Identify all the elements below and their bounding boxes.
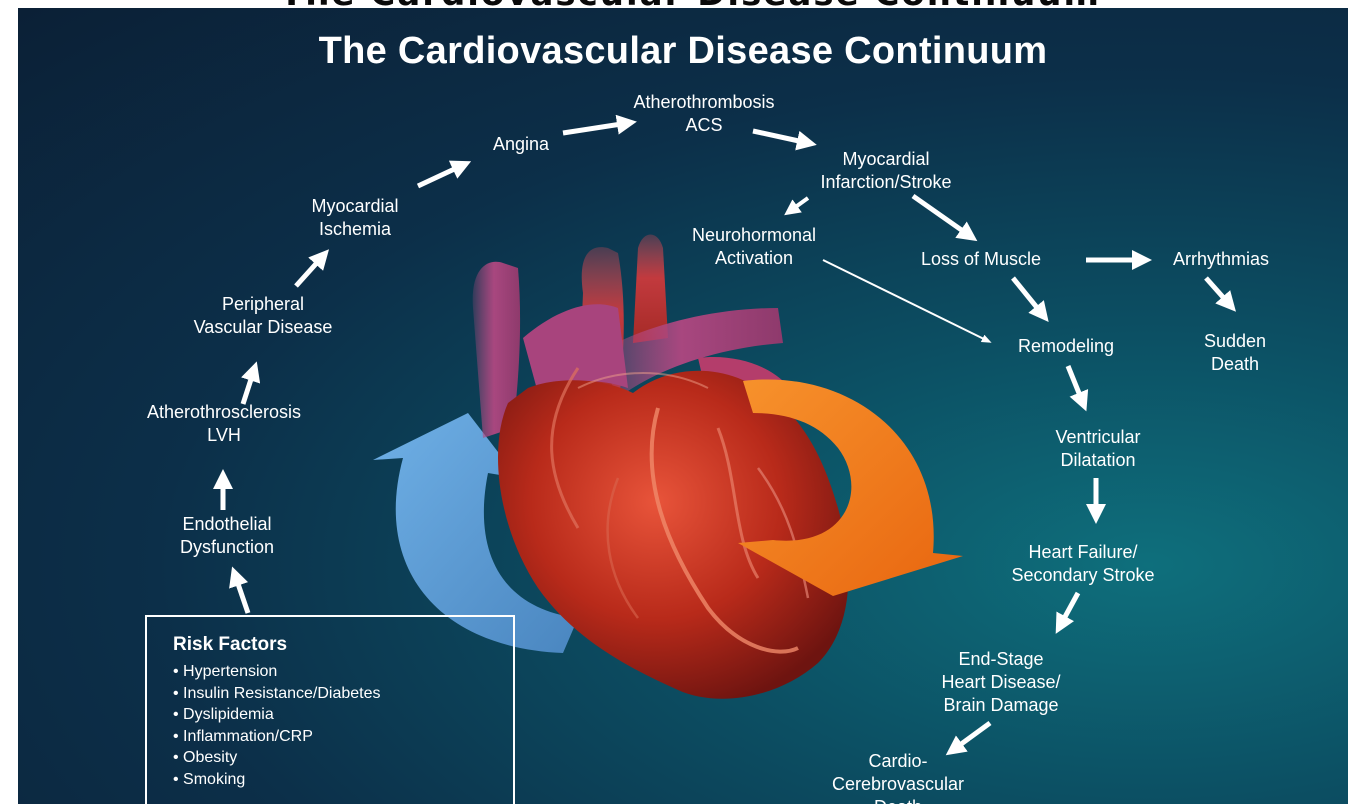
node-remodeling: Remodeling: [1018, 335, 1114, 358]
header-cut-text: The Cardiovascular Disease Continuum: [280, 0, 1101, 8]
diagram-panel: The Cardiovascular Disease Continuum: [18, 8, 1348, 804]
top-strip: The Cardiovascular Disease Continuum: [0, 0, 1348, 8]
risk-factors-title: Risk Factors: [173, 634, 513, 656]
risk-factor-item: Smoking: [173, 769, 513, 791]
node-end-stage: End-Stage Heart Disease/ Brain Damage: [941, 648, 1060, 717]
node-atherosclerosis-lvh: Atherothrosclerosis LVH: [147, 401, 301, 447]
node-loss-of-muscle: Loss of Muscle: [921, 248, 1041, 271]
node-atherothrombosis-acs: Atherothrombosis ACS: [633, 91, 774, 137]
node-ventricular-dilatation: Ventricular Dilatation: [1055, 426, 1140, 472]
node-heart-failure: Heart Failure/ Secondary Stroke: [1011, 541, 1154, 587]
node-arrhythmias: Arrhythmias: [1173, 248, 1269, 271]
node-mi-stroke: Myocardial Infarction/Stroke: [820, 148, 951, 194]
node-cardio-cerebrovascular-death: Cardio- Cerebrovascular Death: [832, 750, 964, 804]
risk-factor-item: Inflammation/CRP: [173, 726, 513, 748]
node-angina: Angina: [493, 133, 549, 156]
risk-factor-item: Obesity: [173, 747, 513, 769]
node-myocardial-ischemia: Myocardial Ischemia: [311, 195, 398, 241]
risk-factor-item: Hypertension: [173, 661, 513, 683]
risk-factor-item: Insulin Resistance/Diabetes: [173, 683, 513, 705]
node-peripheral-vascular-disease: Peripheral Vascular Disease: [194, 293, 333, 339]
risk-factor-item: Dyslipidemia: [173, 704, 513, 726]
node-sudden-death: Sudden Death: [1204, 330, 1266, 376]
risk-factors-list: Hypertension Insulin Resistance/Diabetes…: [173, 661, 513, 790]
node-endothelial-dysfunction: Endothelial Dysfunction: [180, 513, 274, 559]
risk-factors-box: Risk Factors Hypertension Insulin Resist…: [145, 615, 515, 804]
node-neurohormonal-activation: Neurohormonal Activation: [692, 224, 816, 270]
